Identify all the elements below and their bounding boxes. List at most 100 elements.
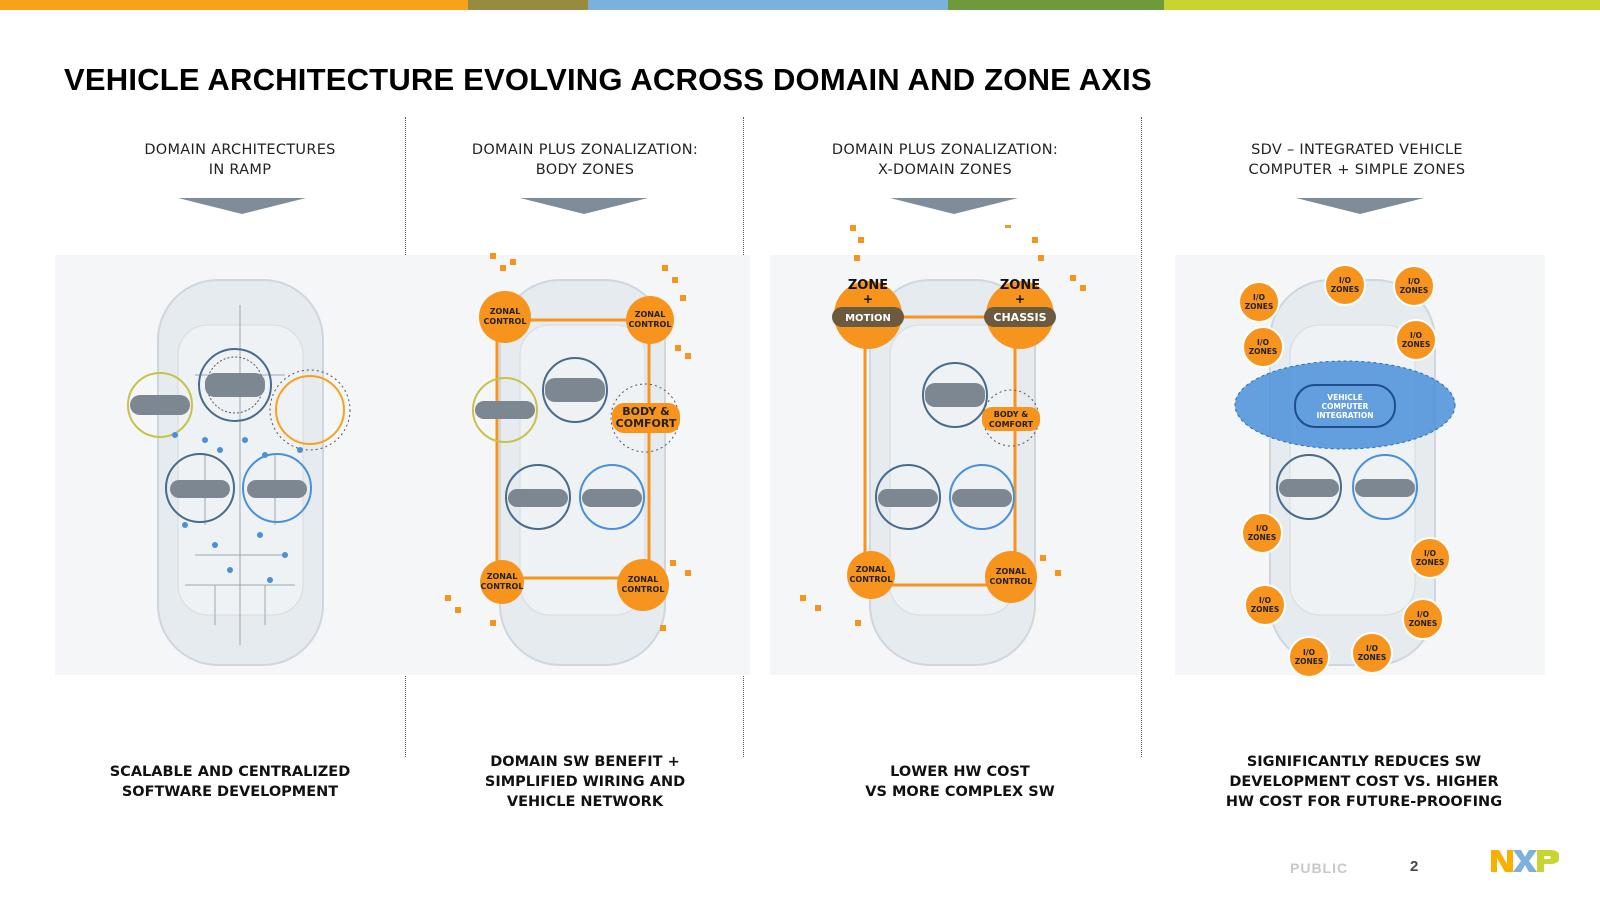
column-2-heading: DOMAIN PLUS ZONALIZATION:BODY ZONES <box>471 142 699 178</box>
svg-text:ZONES: ZONES <box>1251 605 1280 614</box>
svg-text:ZONAL: ZONAL <box>490 307 521 316</box>
diagram-domain-architecture <box>55 225 425 705</box>
svg-text:BODY &: BODY & <box>622 405 670 418</box>
svg-text:ZONAL: ZONAL <box>856 565 887 574</box>
svg-text:I/O: I/O <box>1424 549 1436 558</box>
svg-text:I/O: I/O <box>1257 338 1269 347</box>
svg-text:ZONES: ZONES <box>1416 558 1445 567</box>
body-comfort-node: BODY & COMFORT <box>982 389 1040 447</box>
diagram-body-zones: ZONAL CONTROL ZONAL CONTROL BODY & COMFO… <box>400 225 770 705</box>
svg-text:ZONES: ZONES <box>1358 653 1387 662</box>
body-comfort-node: BODY & COMFORT <box>610 383 680 453</box>
svg-text:ZONES: ZONES <box>1331 285 1360 294</box>
svg-text:CONTROL: CONTROL <box>629 320 672 329</box>
vehicle-outline-icon <box>157 279 324 666</box>
svg-text:VEHICLE: VEHICLE <box>1327 393 1362 402</box>
svg-text:MOTION: MOTION <box>845 313 891 324</box>
color-bar-green <box>948 0 1164 10</box>
svg-text:COMPUTER: COMPUTER <box>1322 402 1369 411</box>
zonal-control-node: ZONAL CONTROL <box>626 296 674 344</box>
chevron-down-icon <box>890 198 1018 214</box>
svg-text:COMFORT: COMFORT <box>616 417 677 430</box>
domain-circle-icon <box>127 372 193 438</box>
svg-text:COMFORT: COMFORT <box>989 420 1034 429</box>
column-2-footer: DOMAIN SW BENEFIT +SIMPLIFIED WIRING AND… <box>484 754 686 810</box>
color-bar-blue <box>588 0 948 10</box>
svg-text:ZONE: ZONE <box>848 278 888 293</box>
domain-circle-icon <box>242 453 312 523</box>
column-divider <box>1141 117 1142 757</box>
zone-chassis-node: ZONE + CHASSIS <box>984 278 1056 349</box>
svg-text:ZONE: ZONE <box>1000 278 1040 293</box>
slide-title: VEHICLE ARCHITECTURE EVOLVING ACROSS DOM… <box>64 62 1152 97</box>
zonal-control-node: ZONAL CONTROL <box>480 560 524 604</box>
svg-text:ZONAL: ZONAL <box>996 567 1027 576</box>
svg-text:ZONES: ZONES <box>1409 619 1438 628</box>
domain-circle-icon <box>269 369 351 451</box>
svg-text:I/O: I/O <box>1303 648 1315 657</box>
svg-text:CONTROL: CONTROL <box>990 577 1033 586</box>
svg-text:ZONES: ZONES <box>1400 286 1429 295</box>
svg-text:I/O: I/O <box>1408 277 1420 286</box>
svg-text:ZONAL: ZONAL <box>628 575 659 584</box>
svg-text:I/O: I/O <box>1253 293 1265 302</box>
vehicle-computer-node: VEHICLE COMPUTER INTEGRATION <box>1234 360 1456 450</box>
svg-text:ZONES: ZONES <box>1245 302 1274 311</box>
classification-label: PUBLIC <box>1290 860 1349 876</box>
svg-text:CHASSIS: CHASSIS <box>993 311 1046 324</box>
page-number: 2 <box>1410 858 1419 875</box>
svg-text:+: + <box>863 292 873 306</box>
zonal-control-node: ZONAL CONTROL <box>479 291 531 343</box>
color-bar-lime <box>1164 0 1600 10</box>
svg-text:CONTROL: CONTROL <box>850 575 893 584</box>
svg-text:I/O: I/O <box>1256 524 1268 533</box>
svg-text:ZONAL: ZONAL <box>635 310 666 319</box>
svg-text:ZONAL: ZONAL <box>487 572 518 581</box>
zonal-control-node: ZONAL CONTROL <box>847 551 895 599</box>
domain-circle-icon <box>165 453 235 523</box>
domain-circle-icon <box>198 348 272 422</box>
svg-text:I/O: I/O <box>1366 644 1378 653</box>
svg-text:I/O: I/O <box>1259 596 1271 605</box>
svg-text:INTEGRATION: INTEGRATION <box>1316 411 1373 420</box>
svg-text:CONTROL: CONTROL <box>484 317 527 326</box>
diagram-x-domain-zones: ZONE + MOTION ZONE + CHASSIS BODY & COMF… <box>770 222 1140 705</box>
svg-text:ZONES: ZONES <box>1248 533 1277 542</box>
svg-text:BODY &: BODY & <box>994 410 1029 419</box>
nxp-logo <box>1491 848 1560 874</box>
svg-text:I/O: I/O <box>1417 610 1429 619</box>
svg-text:ZONES: ZONES <box>1249 347 1278 356</box>
color-bar-olive <box>468 0 588 10</box>
svg-text:ZONES: ZONES <box>1295 657 1324 666</box>
zone-motion-node: ZONE + MOTION <box>832 278 904 349</box>
zonal-control-node: ZONAL CONTROL <box>985 551 1037 603</box>
svg-text:ZONES: ZONES <box>1402 340 1431 349</box>
svg-text:I/O: I/O <box>1339 276 1351 285</box>
color-bar-orange <box>0 0 468 10</box>
column-3-heading: DOMAIN PLUS ZONALIZATION:X-DOMAIN ZONES <box>831 142 1059 178</box>
chevron-down-icon <box>1296 198 1424 214</box>
top-color-bar <box>0 0 1600 10</box>
chevron-down-icon <box>178 198 306 214</box>
svg-text:I/O: I/O <box>1410 331 1422 340</box>
zonal-control-node: ZONAL CONTROL <box>617 559 669 611</box>
svg-text:+: + <box>1015 292 1025 306</box>
svg-text:CONTROL: CONTROL <box>622 585 665 594</box>
